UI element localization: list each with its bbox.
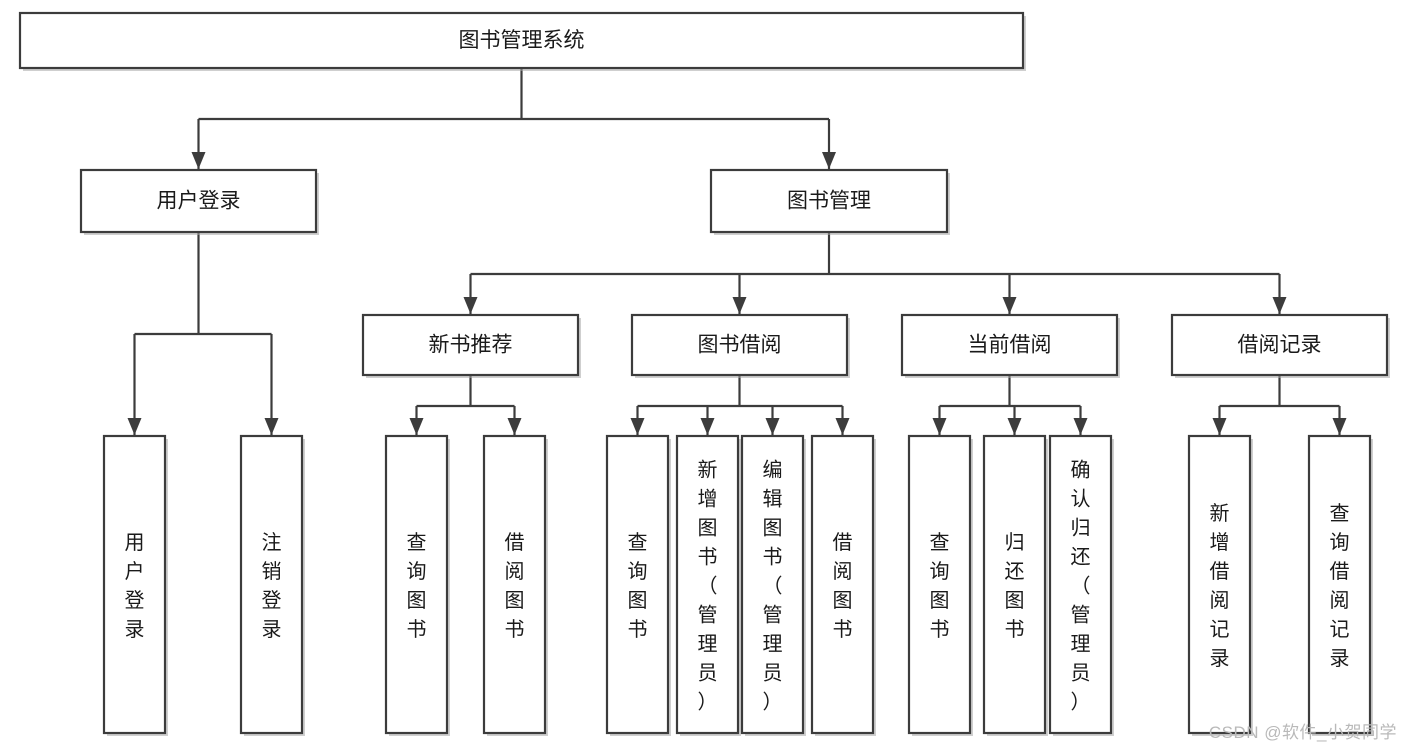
node-box[interactable] xyxy=(79,168,318,234)
arrow-head-icon xyxy=(835,418,850,435)
connector-group-current-borrow xyxy=(932,375,1088,435)
arrow-head-icon xyxy=(765,418,780,435)
node-box[interactable] xyxy=(18,11,1025,70)
arrow-head-icon xyxy=(1002,297,1017,314)
node-label: 借阅记录 xyxy=(1238,334,1322,357)
node-label: 查询图书 xyxy=(930,531,950,641)
node-leaf-confirm-return[interactable]: 确认归还（管理员） xyxy=(1048,434,1114,736)
node-box[interactable] xyxy=(630,313,849,377)
node-leaf-borrow-book-rec[interactable]: 借阅图书 xyxy=(482,434,548,736)
arrow-head-icon xyxy=(630,418,645,435)
connector-group-book-manage xyxy=(463,232,1287,314)
node-box[interactable] xyxy=(605,434,670,735)
node-label: 借阅图书 xyxy=(505,531,525,641)
connector-group-new-book-recommend xyxy=(409,375,522,435)
node-label: 用户登录 xyxy=(157,190,241,213)
arrow-head-icon xyxy=(732,297,747,314)
node-root[interactable]: 图书管理系统 xyxy=(18,11,1026,71)
arrow-head-icon xyxy=(264,418,279,435)
arrow-head-icon xyxy=(1332,418,1347,435)
node-box[interactable] xyxy=(810,434,875,735)
node-book-manage[interactable]: 图书管理 xyxy=(709,168,950,235)
node-label: 当前借阅 xyxy=(968,334,1052,357)
arrow-head-icon xyxy=(932,418,947,435)
node-label: 查询借阅记录 xyxy=(1330,502,1350,670)
node-box[interactable] xyxy=(384,434,449,735)
node-label: 新增借阅记录 xyxy=(1210,502,1230,670)
connector-group-book-borrow xyxy=(630,375,850,435)
node-box[interactable] xyxy=(102,434,167,735)
arrow-head-icon xyxy=(822,152,836,169)
node-borrow-record[interactable]: 借阅记录 xyxy=(1170,313,1390,378)
arrow-head-icon xyxy=(507,418,522,435)
node-label: 查询图书 xyxy=(407,531,427,641)
arrow-head-icon xyxy=(191,152,206,169)
node-label: 编辑图书（管理员） xyxy=(763,459,783,714)
node-leaf-borrow-book[interactable]: 借阅图书 xyxy=(810,434,876,736)
node-box[interactable] xyxy=(1307,434,1372,735)
node-box[interactable] xyxy=(982,434,1047,735)
node-book-borrow[interactable]: 图书借阅 xyxy=(630,313,850,378)
node-label: 注销登录 xyxy=(262,531,282,641)
node-box[interactable] xyxy=(1170,313,1389,377)
node-box[interactable] xyxy=(900,313,1119,377)
node-leaf-edit-book[interactable]: 编辑图书（管理员） xyxy=(740,434,806,736)
node-leaf-user-login[interactable]: 用户登录 xyxy=(102,434,168,736)
node-label: 新书推荐 xyxy=(429,334,513,357)
node-box[interactable] xyxy=(361,313,580,377)
node-box[interactable] xyxy=(1187,434,1252,735)
node-label: 图书管理 xyxy=(787,190,871,213)
node-box[interactable] xyxy=(482,434,547,735)
node-leaf-return-book[interactable]: 归还图书 xyxy=(982,434,1048,736)
node-label: 图书管理系统 xyxy=(459,29,585,52)
node-label: 查询图书 xyxy=(628,531,648,641)
node-leaf-query-book-rec[interactable]: 查询图书 xyxy=(384,434,450,736)
node-box[interactable] xyxy=(740,434,805,735)
node-label: 确认归还（管理员） xyxy=(1071,459,1091,714)
connector-group-root xyxy=(191,68,836,169)
node-box[interactable] xyxy=(709,168,949,234)
node-leaf-query-record[interactable]: 查询借阅记录 xyxy=(1307,434,1373,736)
node-leaf-add-record[interactable]: 新增借阅记录 xyxy=(1187,434,1253,736)
node-label: 新增图书（管理员） xyxy=(698,459,718,714)
arrow-head-icon xyxy=(1272,297,1287,314)
node-current-borrow[interactable]: 当前借阅 xyxy=(900,313,1120,378)
node-box[interactable] xyxy=(675,434,740,735)
connector-group-borrow-record xyxy=(1212,375,1347,435)
node-label: 归还图书 xyxy=(1005,531,1025,641)
node-box[interactable] xyxy=(1048,434,1113,735)
arrow-head-icon xyxy=(1212,418,1227,435)
arrow-head-icon xyxy=(700,418,715,435)
node-label: 用户登录 xyxy=(125,532,145,641)
node-box[interactable] xyxy=(907,434,972,735)
connector-layer xyxy=(127,68,1347,435)
node-user-login[interactable]: 用户登录 xyxy=(79,168,319,235)
node-leaf-query-book-borrow[interactable]: 查询图书 xyxy=(605,434,671,736)
arrow-head-icon xyxy=(127,418,142,435)
node-label: 借阅图书 xyxy=(833,531,853,641)
node-leaf-query-book-cur[interactable]: 查询图书 xyxy=(907,434,973,736)
node-leaf-add-book[interactable]: 新增图书（管理员） xyxy=(675,434,741,736)
arrow-head-icon xyxy=(1073,418,1088,435)
node-new-book-recommend[interactable]: 新书推荐 xyxy=(361,313,581,378)
node-leaf-user-logout[interactable]: 注销登录 xyxy=(239,434,305,736)
connector-group-user-login xyxy=(127,232,279,435)
arrow-head-icon xyxy=(1007,418,1022,435)
node-label: 图书借阅 xyxy=(698,334,782,357)
node-box[interactable] xyxy=(239,434,304,735)
node-layer: 图书管理系统用户登录图书管理新书推荐图书借阅当前借阅借阅记录用户登录注销登录查询… xyxy=(18,11,1390,736)
arrow-head-icon xyxy=(463,297,478,314)
arrow-head-icon xyxy=(409,418,424,435)
